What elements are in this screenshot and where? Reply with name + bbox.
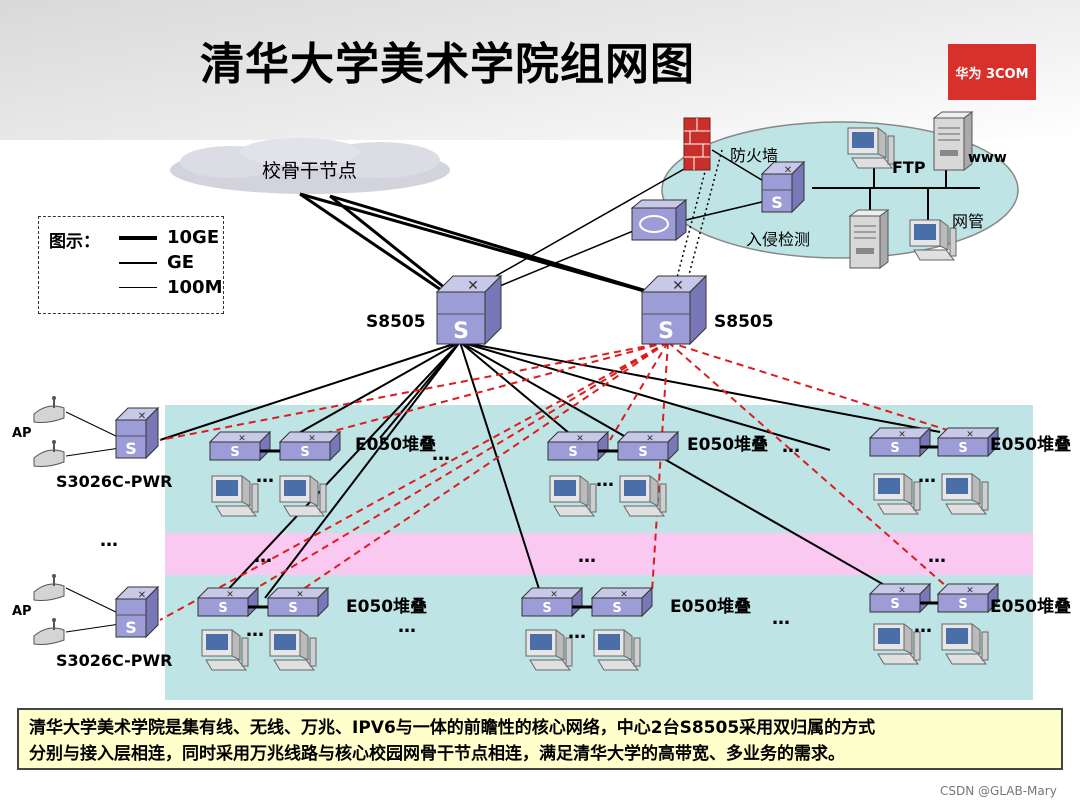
- stack-label: E050堆叠: [670, 597, 752, 617]
- stack-label: E050堆叠: [355, 435, 437, 455]
- poe-switch-label: S3026C-PWR: [56, 472, 173, 491]
- www-server-icon: [933, 111, 973, 171]
- core-switch-right: [641, 275, 707, 345]
- ap-links: [65, 411, 121, 633]
- legend-row-100m: 100M: [119, 277, 223, 299]
- ap-label: AP: [12, 604, 32, 619]
- access-links-primary: [159, 341, 941, 599]
- server-icon: [849, 209, 889, 269]
- ellipsis: …: [100, 530, 119, 551]
- stack-label: E050堆叠: [990, 597, 1072, 617]
- ellipsis: …: [578, 546, 597, 567]
- poe-switch-top: [115, 407, 159, 459]
- ellipsis: …: [918, 466, 937, 487]
- firewall-icon: [683, 117, 711, 171]
- ellipsis: …: [772, 608, 791, 629]
- stack-group: [521, 587, 653, 671]
- dmz-switch: [761, 161, 805, 213]
- ids-label: 入侵检测: [746, 230, 811, 249]
- ellipsis: …: [568, 622, 587, 643]
- legend-row-10ge: 10GE: [119, 227, 219, 249]
- ellipsis: …: [256, 466, 275, 487]
- ellipsis: …: [914, 616, 933, 637]
- stack-group: [547, 431, 679, 517]
- dmz-links: [812, 168, 980, 222]
- description-box: 清华大学美术学院是集有线、无线、万兆、IPV6与一体的前瞻性的核心网络，中心2台…: [17, 708, 1063, 770]
- ellipsis: …: [432, 444, 451, 465]
- description-line-1: 清华大学美术学院是集有线、无线、万兆、IPV6与一体的前瞻性的核心网络，中心2台…: [29, 718, 876, 738]
- ap-icon: [33, 439, 65, 468]
- h3c-logo: 华为 3COM: [948, 44, 1036, 100]
- ellipsis: …: [254, 546, 273, 567]
- legend-line-medium: [119, 262, 157, 264]
- core-switch-left-label: S8505: [366, 312, 426, 332]
- ellipsis: …: [782, 436, 801, 457]
- ap-icon: [33, 573, 65, 602]
- stack-group: [197, 587, 329, 671]
- legend-line-thick: [119, 236, 157, 240]
- security-links: [479, 149, 771, 291]
- legend-title: 图示：: [49, 232, 100, 252]
- ellipsis: …: [246, 620, 265, 641]
- cloud-label: 校骨干节点: [262, 160, 358, 182]
- ellipsis: …: [398, 616, 417, 637]
- ap-icon: [33, 395, 65, 424]
- legend-line-thin: [119, 287, 157, 288]
- credit-watermark: CSDN @GLAB-Mary: [940, 784, 1057, 798]
- core-switch-right-label: S8505: [714, 312, 774, 332]
- stack-label: E050堆叠: [346, 597, 428, 617]
- core-uplinks: [299, 192, 671, 302]
- access-links-backup: [159, 341, 961, 621]
- mgmt-label: 网管: [952, 212, 985, 231]
- firewall-label: 防火墙: [730, 146, 779, 165]
- ap-label: AP: [12, 426, 32, 441]
- legend-label-10ge: 10GE: [167, 227, 220, 248]
- ap-icon: [33, 617, 65, 646]
- ids-router-icon: [630, 198, 688, 242]
- legend-row-ge: GE: [119, 252, 219, 274]
- poe-switch-bottom: [115, 586, 159, 638]
- poe-switch-label: S3026C-PWR: [56, 651, 173, 670]
- backbone-cloud: [170, 138, 450, 194]
- core-switch-left: [436, 275, 502, 345]
- page-title: 清华大学美术学院组网图: [200, 39, 695, 90]
- stack-label: E050堆叠: [687, 435, 769, 455]
- stack-label: E050堆叠: [990, 435, 1072, 455]
- legend: 图示： 10GE GE 100M: [38, 216, 224, 314]
- legend-label-100m: 100M: [167, 277, 223, 298]
- description-line-2: 分别与接入层相连，同时采用万兆线路与核心校园网骨干节点相连，满足清华大学的高带宽…: [29, 744, 845, 764]
- www-label: www: [968, 150, 1007, 166]
- stack-group: [869, 583, 999, 665]
- standby-links: [674, 149, 723, 287]
- legend-label-ge: GE: [167, 252, 195, 273]
- stack-group: [209, 431, 341, 517]
- header-band: [0, 0, 1080, 140]
- ftp-label: FTP: [892, 158, 926, 177]
- ellipsis: …: [928, 546, 947, 567]
- ellipsis: …: [596, 470, 615, 491]
- stack-group: [869, 427, 999, 515]
